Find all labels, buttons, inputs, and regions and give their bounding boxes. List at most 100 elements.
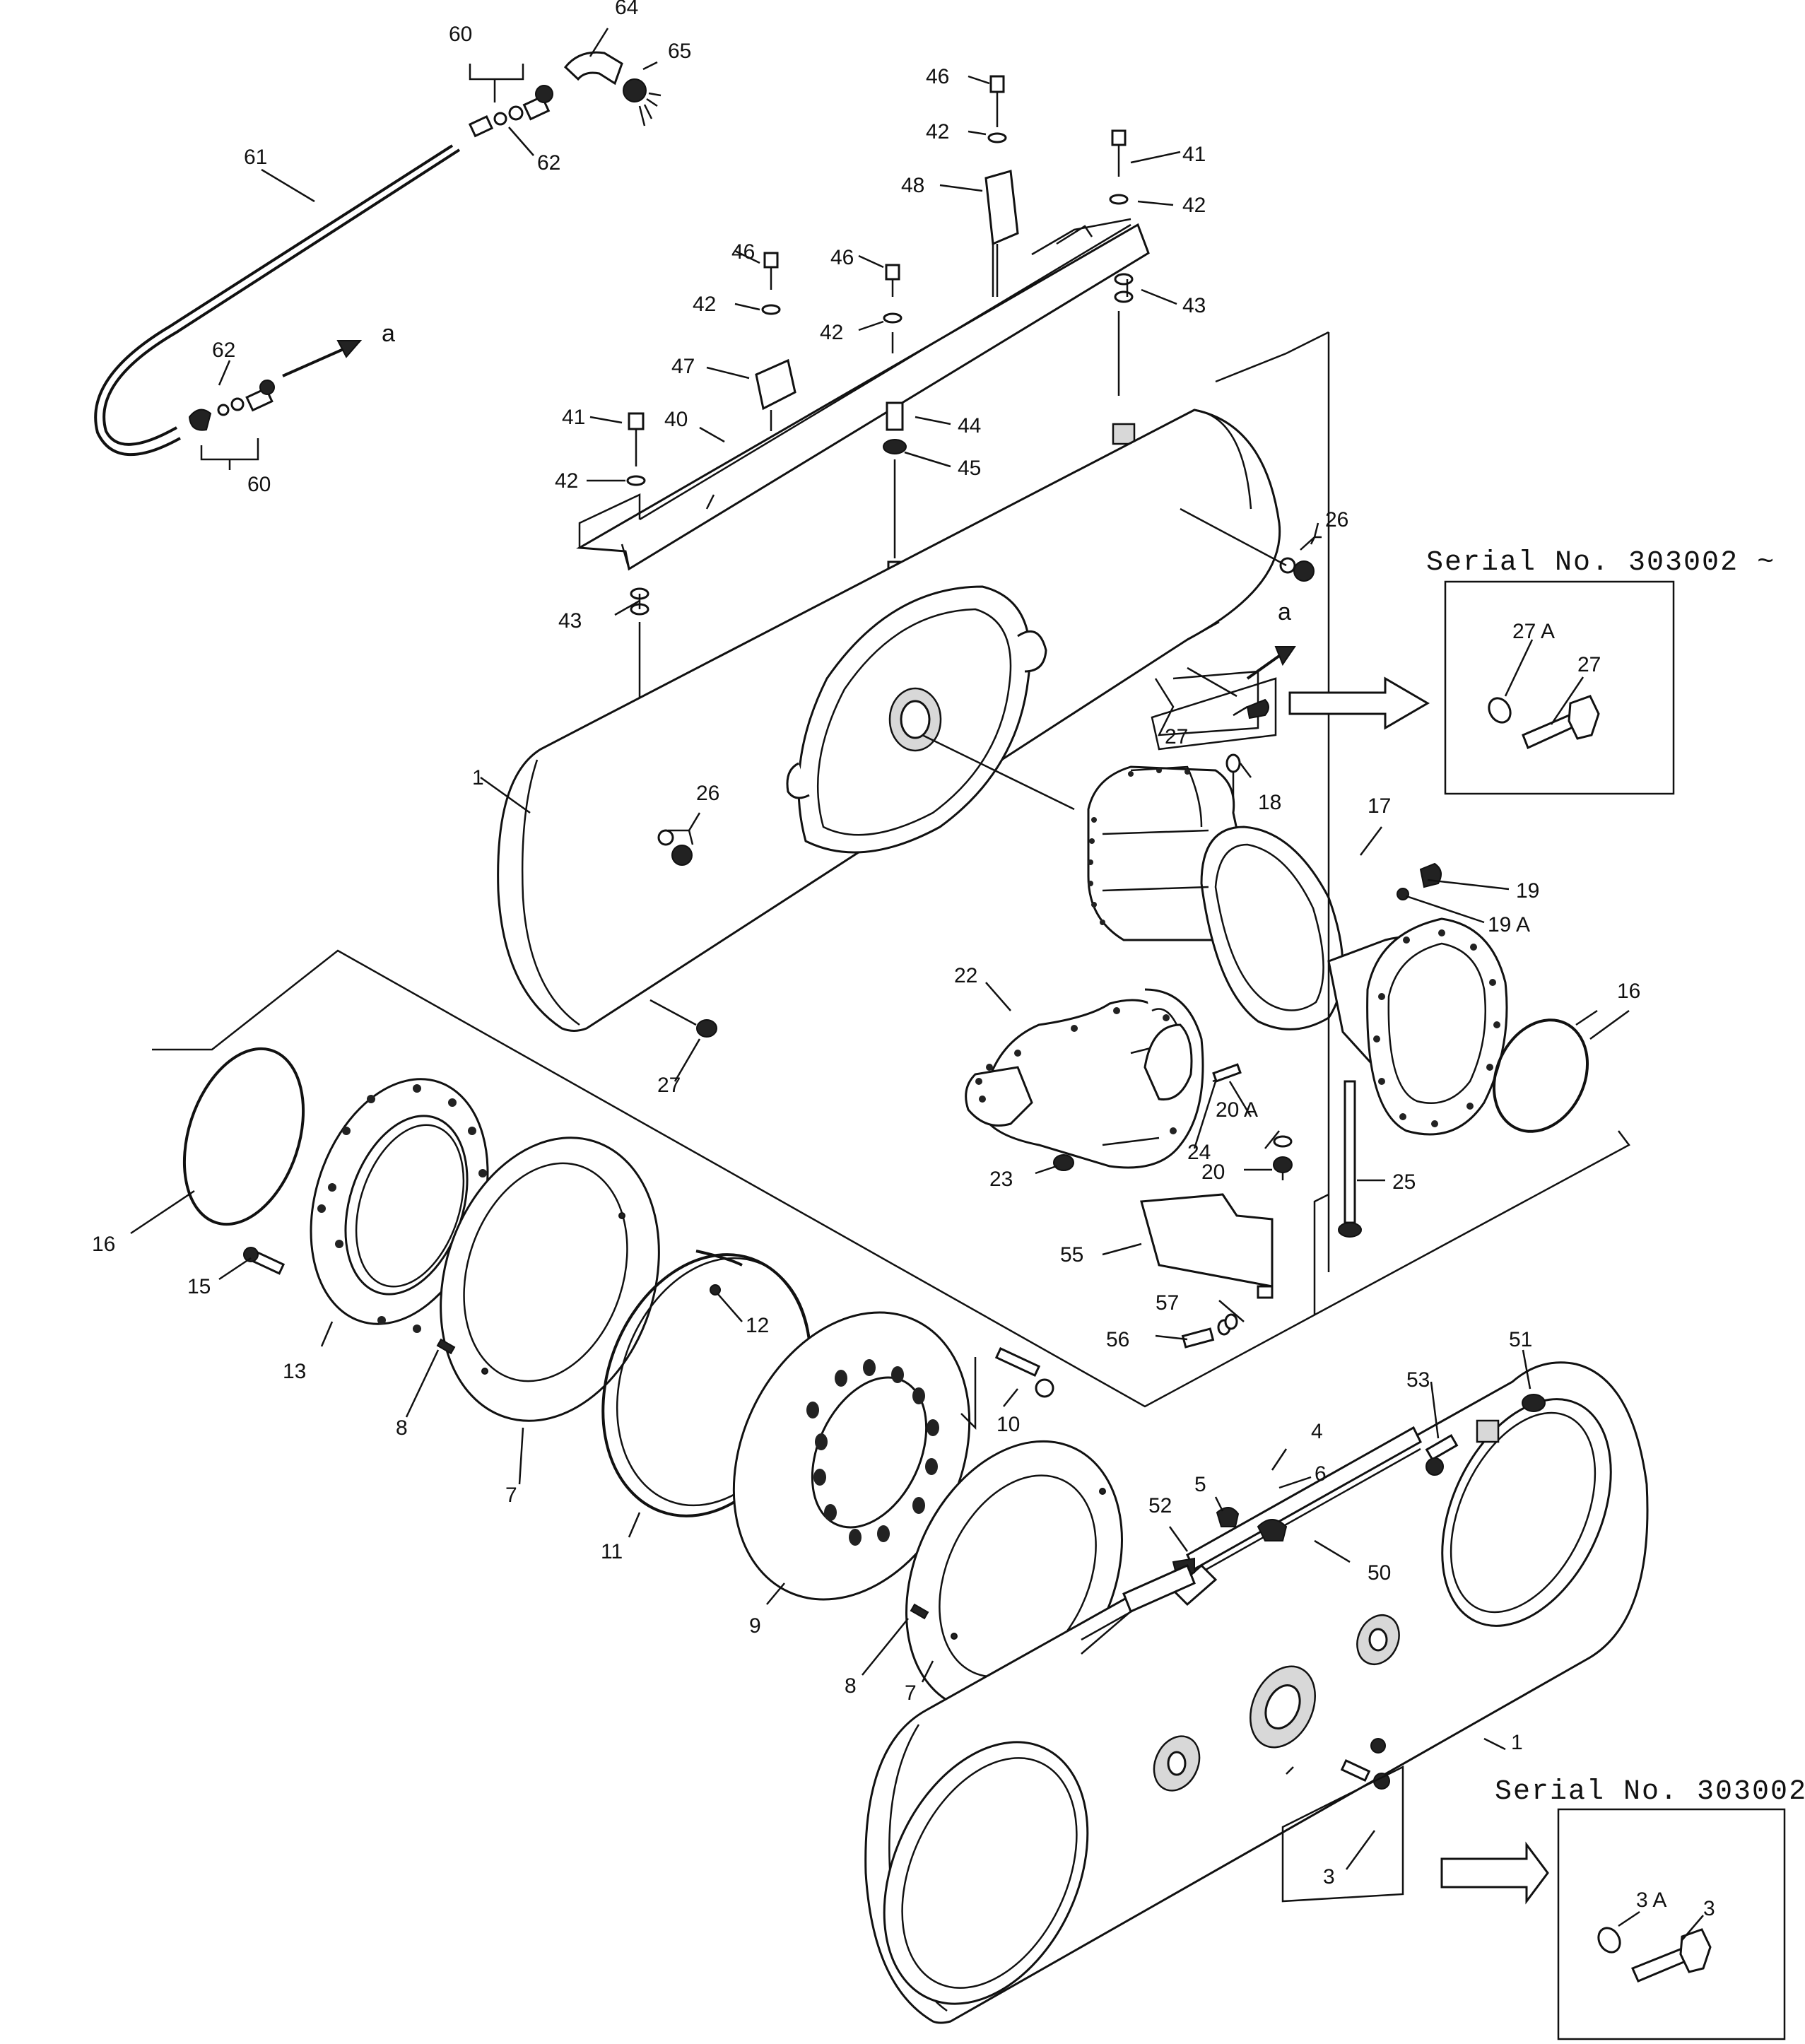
callout-c43a: 43 <box>1182 294 1206 317</box>
callout-c42d: 42 <box>820 321 843 344</box>
bearing-carrier-9 <box>732 1311 1054 1601</box>
callout-c65: 65 <box>668 40 691 63</box>
lower-hardware-20-25-55 <box>1140 1063 1362 1349</box>
callout-c41a: 41 <box>1182 143 1206 166</box>
callout-c11: 11 <box>601 1540 623 1563</box>
callout-c60b: 60 <box>247 473 271 496</box>
arrow-ref-a-center: a <box>1278 599 1291 625</box>
callout-c27b: 27 <box>1577 653 1601 676</box>
callout-c3b: 3 <box>1703 1897 1715 1920</box>
callout-c57: 57 <box>1156 1291 1179 1315</box>
callout-c20: 20 <box>1201 1161 1225 1184</box>
o-ring-16-right <box>1492 1018 1589 1133</box>
hose-fitting-60-top <box>468 85 553 138</box>
callout-c61: 61 <box>244 146 267 169</box>
callout-c47: 47 <box>671 355 695 378</box>
callout-c25: 25 <box>1392 1170 1416 1194</box>
callout-c16b: 16 <box>92 1233 115 1256</box>
callout-c27c: 27 <box>657 1074 681 1097</box>
callout-c8a: 8 <box>396 1416 408 1440</box>
shim-7-left <box>436 1136 660 1422</box>
callout-c53: 53 <box>1406 1368 1430 1392</box>
callout-c4: 4 <box>1311 1420 1323 1443</box>
callout-c5: 5 <box>1194 1473 1206 1496</box>
callout-c48: 48 <box>901 174 924 197</box>
callout-c7a: 7 <box>505 1484 517 1507</box>
callout-c3a: 3 <box>1323 1865 1335 1889</box>
callout-c6: 6 <box>1315 1462 1327 1486</box>
callout-c23: 23 <box>989 1168 1013 1191</box>
leader-lines <box>130 28 1704 1941</box>
lower-case-right-ring <box>1441 1398 1612 1627</box>
reference-lines-upper <box>152 331 1630 1408</box>
callout-c60a: 60 <box>449 23 472 46</box>
bevel-pinion-assembly-22 <box>965 988 1204 1171</box>
serial-note-upper: Serial No. 303002 ~ <box>1426 547 1775 579</box>
callout-c20A: 20 A <box>1216 1098 1258 1122</box>
guard-beam-40 <box>576 218 1150 571</box>
callout-c41b: 41 <box>562 406 585 429</box>
callout-c62a: 62 <box>537 151 560 175</box>
steering-case-upper <box>497 409 1315 1038</box>
arrow-to-a-left <box>282 345 351 377</box>
serial-note-lower: Serial No. 303002 ~ <box>1495 1776 1805 1808</box>
callout-c55: 55 <box>1060 1243 1083 1267</box>
callout-c43b: 43 <box>558 609 582 633</box>
callout-c52: 52 <box>1148 1494 1172 1517</box>
callout-c46c: 46 <box>830 246 854 269</box>
callout-c27A: 27 A <box>1512 620 1555 643</box>
lower-case-left-ring <box>883 1741 1089 2005</box>
bracket-47 <box>755 358 796 411</box>
callout-c22: 22 <box>954 964 977 987</box>
callout-c7b: 7 <box>905 1681 917 1705</box>
hose-fitting-60-bottom <box>188 380 275 431</box>
callout-c16a: 16 <box>1617 980 1640 1003</box>
callout-c18: 18 <box>1258 791 1281 814</box>
callout-c19A: 19 A <box>1488 913 1530 936</box>
callout-c17: 17 <box>1368 794 1391 818</box>
callout-c42c: 42 <box>693 293 716 316</box>
callout-c3A: 3 A <box>1636 1889 1666 1912</box>
callout-c62b: 62 <box>212 339 235 362</box>
callout-c42b: 42 <box>1182 194 1206 217</box>
callout-c9: 9 <box>749 1614 761 1638</box>
callout-c46a: 46 <box>926 65 949 88</box>
callout-c1a: 1 <box>472 766 484 789</box>
callout-c1b: 1 <box>1511 1731 1523 1754</box>
callout-c26a: 26 <box>1325 508 1348 531</box>
callout-c13: 13 <box>283 1360 306 1383</box>
callout-c56: 56 <box>1106 1328 1129 1351</box>
callout-c15: 15 <box>187 1275 211 1298</box>
bracket-48 <box>984 170 1019 246</box>
callout-c10: 10 <box>996 1413 1020 1436</box>
callout-c19: 19 <box>1516 879 1539 903</box>
o-ring-16-left <box>182 1047 305 1226</box>
serial-labels: Serial No. 303002 ~ Serial No. 303002 ~ <box>1426 547 1805 1808</box>
callout-c44: 44 <box>958 414 981 437</box>
callout-c27a: 27 <box>1165 725 1188 748</box>
arrow-ref-a-left: a <box>382 320 395 347</box>
callout-c24: 24 <box>1187 1141 1211 1164</box>
callout-c64: 64 <box>615 0 638 19</box>
callout-c42a: 42 <box>926 120 949 143</box>
arrow-ref-letters: a a <box>382 320 1291 625</box>
oil-hose-assembly <box>94 51 662 457</box>
steering-case-lower <box>864 1361 1649 2024</box>
callout-c26b: 26 <box>696 782 719 805</box>
callout-c46b: 46 <box>731 240 755 264</box>
callout-c40: 40 <box>664 408 688 431</box>
callout-c50: 50 <box>1368 1561 1391 1585</box>
callout-c12: 12 <box>746 1314 769 1337</box>
callout-c42e: 42 <box>555 469 578 493</box>
serial-box-27 <box>1151 580 1675 795</box>
bevel-gear-case-17 <box>1087 753 1508 1136</box>
callout-c51: 51 <box>1509 1328 1532 1351</box>
callout-c45: 45 <box>958 457 981 480</box>
callout-c8b: 8 <box>845 1674 857 1698</box>
elbow-64 <box>563 51 623 86</box>
serial-box-3 <box>1281 1765 1786 2040</box>
upper-case-flange <box>786 585 1047 854</box>
plug-65 <box>623 78 662 127</box>
